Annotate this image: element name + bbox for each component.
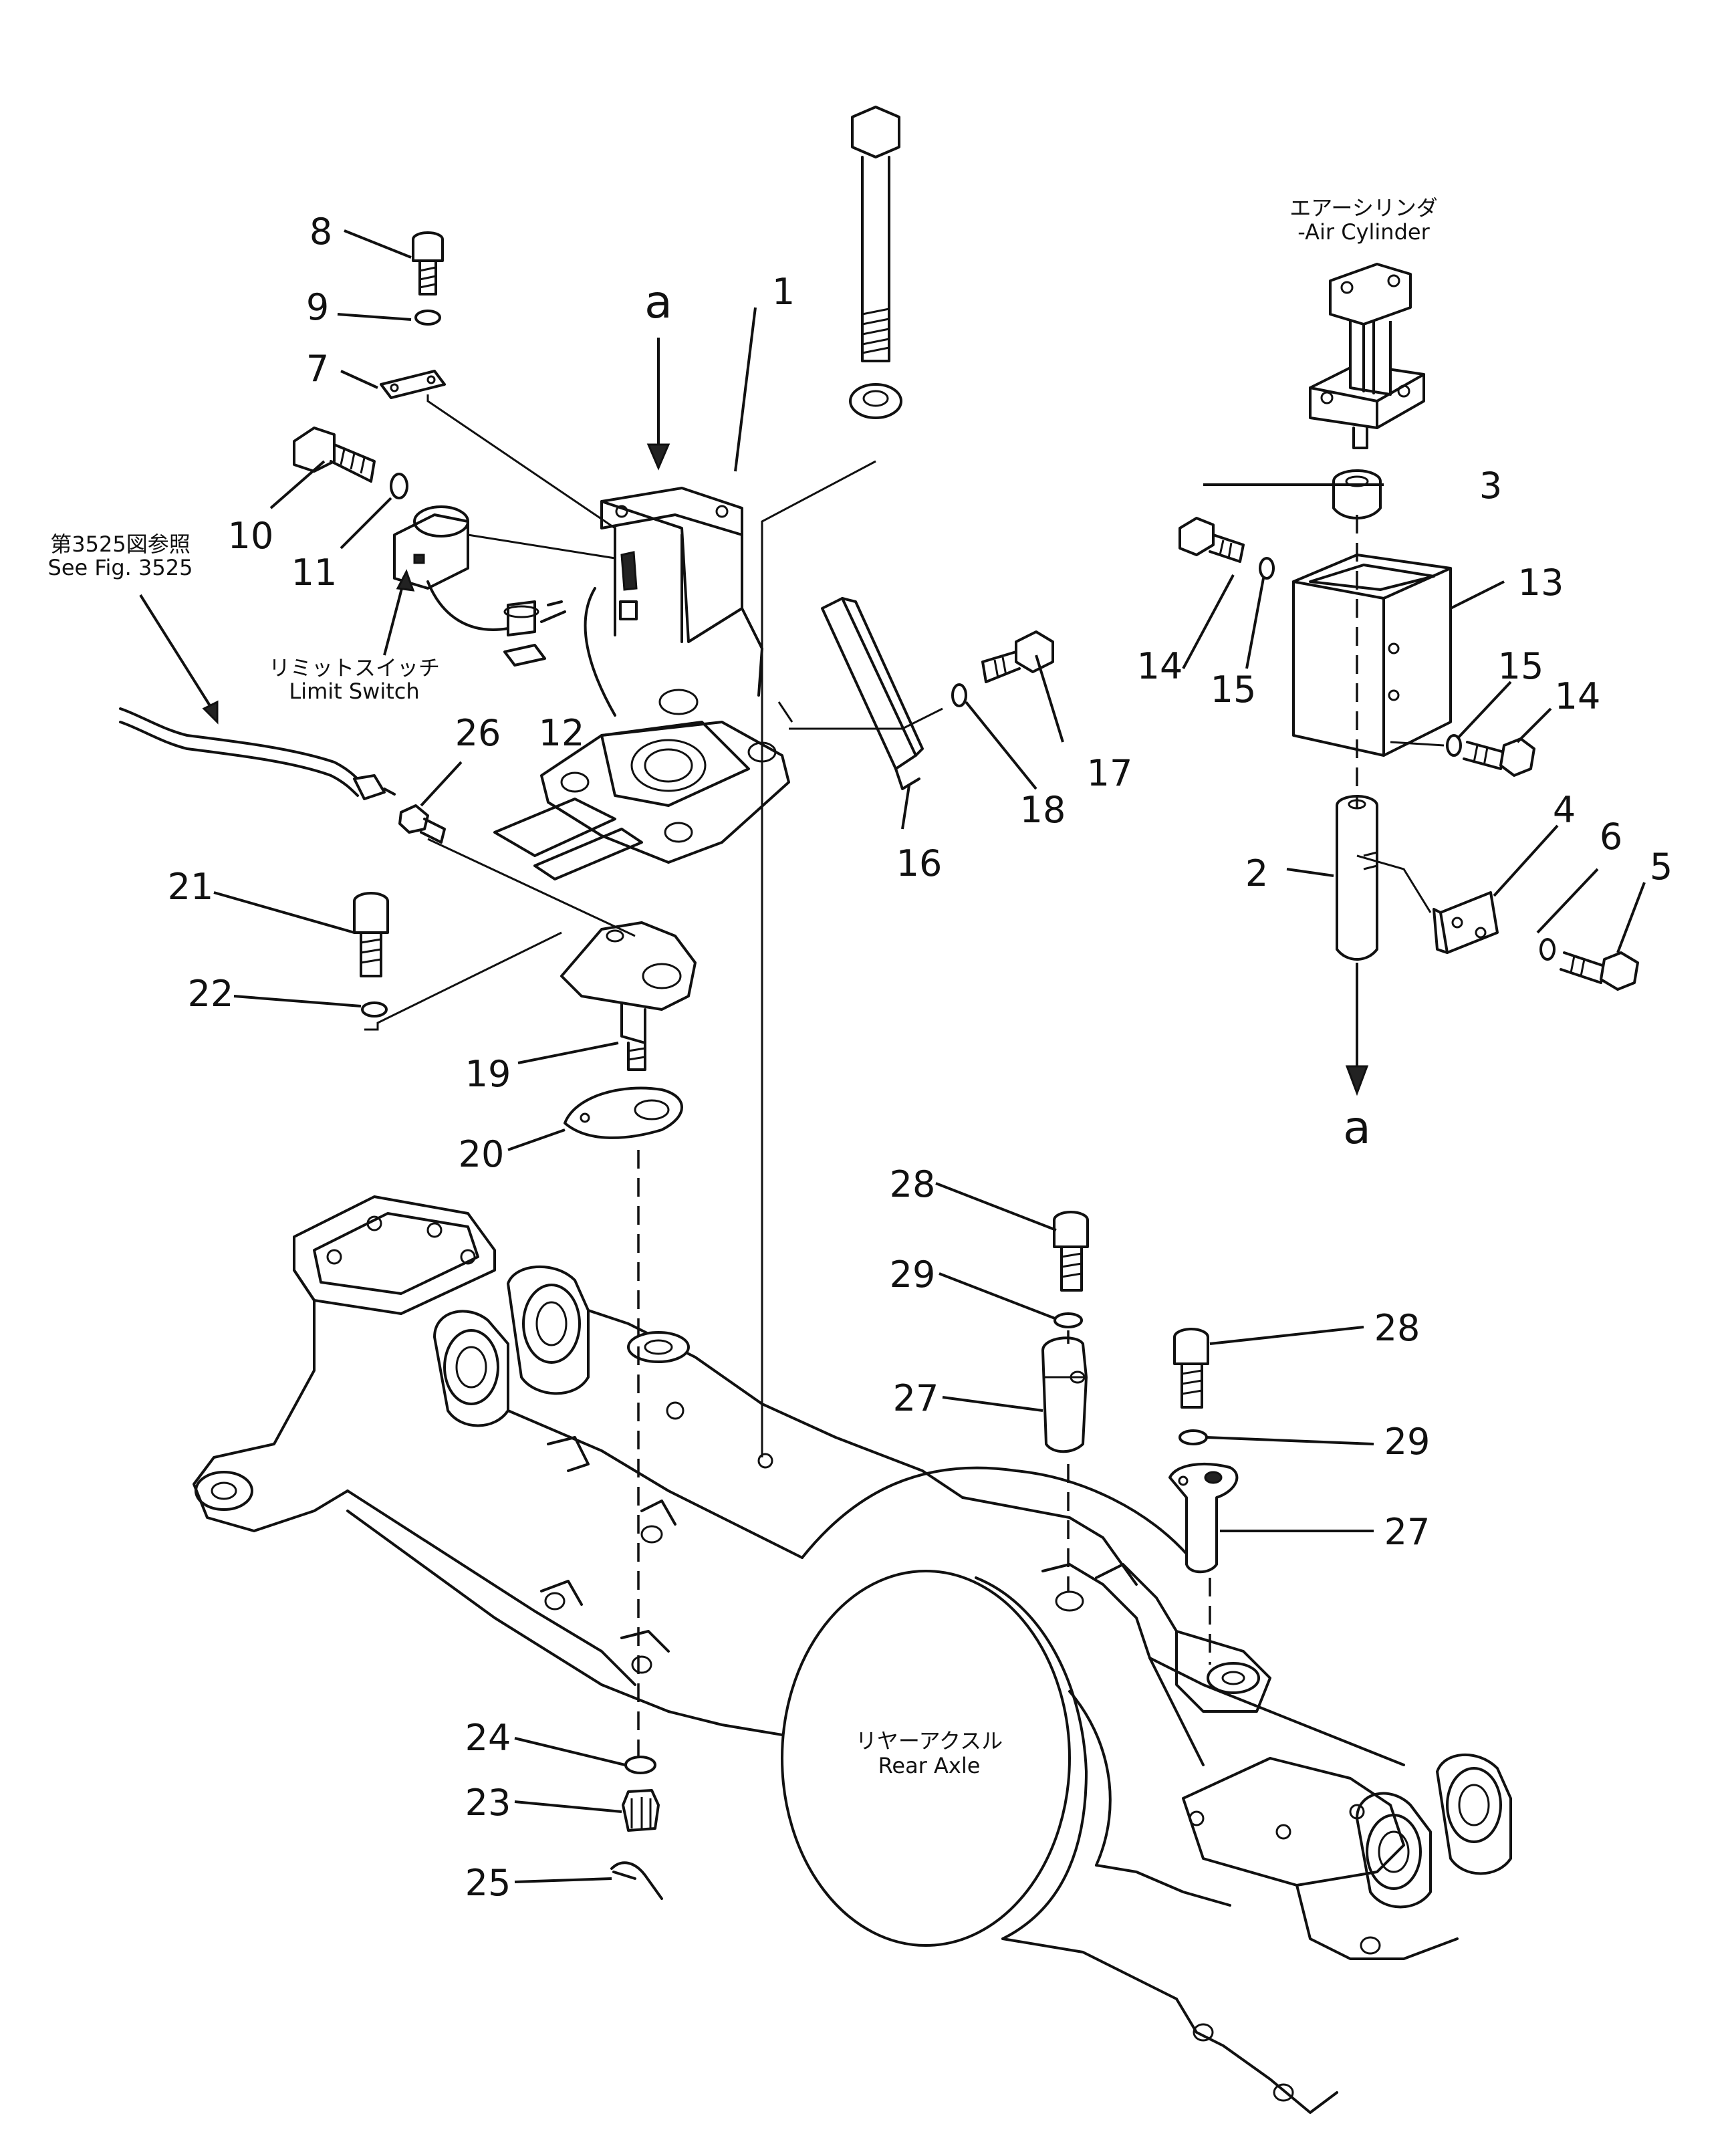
limit-switch-body xyxy=(393,505,566,636)
see-fig-arrow xyxy=(139,594,215,713)
leader-lines xyxy=(213,229,1646,1883)
part-2-pin xyxy=(1336,795,1378,961)
callout-16: 16 xyxy=(896,842,943,884)
part-12-clamp xyxy=(503,644,546,667)
part-15-washer-right xyxy=(1446,734,1462,757)
part-25-cotter-pin xyxy=(610,1861,663,1900)
callout-21: 21 xyxy=(168,866,214,908)
callout-14b: 14 xyxy=(1555,675,1601,717)
part-4-plate xyxy=(1433,891,1499,954)
right-bolt-28 xyxy=(1173,1328,1209,1409)
right-pin-27 xyxy=(1168,1463,1239,1574)
part-9-washer xyxy=(414,310,441,326)
part-8-bolt xyxy=(412,231,444,295)
left-bolt-28 xyxy=(1053,1211,1089,1292)
center-lines xyxy=(637,515,1358,1758)
part-22-washer xyxy=(361,1001,388,1018)
part-21-bolt xyxy=(353,892,389,977)
see-fig-label-jp: 第3525図参照 xyxy=(50,531,190,557)
part-26-fitting xyxy=(398,804,446,844)
callout-24: 24 xyxy=(465,1717,511,1759)
part-17-bolt xyxy=(981,630,1054,683)
part-18-washer xyxy=(951,683,967,707)
callout-19: 19 xyxy=(465,1053,511,1095)
part-6-washer xyxy=(1539,938,1556,961)
callout-23: 23 xyxy=(465,1782,511,1824)
callout-25: 25 xyxy=(465,1862,511,1904)
callout-3: 3 xyxy=(1479,465,1502,507)
stopper-bracket-assembly xyxy=(493,487,790,880)
part-7-plate xyxy=(380,370,446,399)
part-20-shim xyxy=(564,1086,683,1139)
callout-22: 22 xyxy=(188,973,234,1015)
callout-17: 17 xyxy=(1087,752,1133,794)
hose-line-2 xyxy=(119,721,359,797)
long-bolt xyxy=(849,106,902,419)
callout-7: 7 xyxy=(306,348,329,390)
callout-27a: 27 xyxy=(893,1377,939,1419)
part-10-bolt xyxy=(293,427,376,483)
rear-axle-label-en: Rear Axle xyxy=(878,1753,981,1778)
air-cylinder-label-en: -Air Cylinder xyxy=(1297,219,1430,245)
callout-18: 18 xyxy=(1020,789,1066,831)
part-24-washer xyxy=(624,1756,656,1774)
part-11-washer xyxy=(390,473,408,499)
callout-20: 20 xyxy=(459,1133,505,1175)
callout-1: 1 xyxy=(772,271,795,313)
callout-28a: 28 xyxy=(890,1163,936,1205)
callout-5: 5 xyxy=(1650,846,1672,888)
left-washer-29 xyxy=(1053,1312,1083,1328)
air-cylinder-label-jp: エアーシリンダ xyxy=(1289,195,1437,221)
callout-28b: 28 xyxy=(1374,1307,1420,1349)
see-fig-label-en: See Fig. 3525 xyxy=(48,555,193,580)
callout-8: 8 xyxy=(309,211,332,253)
callout-11: 11 xyxy=(291,552,338,594)
callout-15a: 15 xyxy=(1211,669,1257,711)
callout-29b: 29 xyxy=(1384,1421,1431,1463)
limit-switch-label-en: Limit Switch xyxy=(289,679,419,704)
rear-axle-housing xyxy=(193,1195,1512,2114)
part-13-cover xyxy=(1292,554,1452,757)
callout-29a: 29 xyxy=(890,1254,936,1296)
hose-line xyxy=(119,707,362,784)
callout-14a: 14 xyxy=(1137,645,1183,687)
right-washer-29 xyxy=(1179,1429,1208,1445)
left-pin-27 xyxy=(1041,1336,1088,1453)
rear-axle-label-jp: リヤーアクスル xyxy=(856,1728,1003,1754)
callout-6: 6 xyxy=(1600,816,1622,858)
callout-13: 13 xyxy=(1518,562,1564,604)
view-arrow-bottom xyxy=(1345,963,1369,1096)
view-labels: a a xyxy=(644,276,1371,1155)
callout-10: 10 xyxy=(228,515,274,557)
view-marker-top: a xyxy=(644,276,672,329)
callout-12: 12 xyxy=(539,712,585,754)
callout-9: 9 xyxy=(306,286,329,328)
view-marker-bottom: a xyxy=(1343,1102,1371,1155)
callout-27b: 27 xyxy=(1384,1511,1431,1553)
part-5-bolt xyxy=(1560,951,1639,991)
limit-switch-label-jp: リミットスイッチ xyxy=(269,655,440,681)
callout-numbers: 1 2 3 4 5 6 7 8 9 10 11 12 13 14 14 15 1… xyxy=(168,211,1673,1904)
view-arrow-top xyxy=(646,338,670,471)
part-3-bushing xyxy=(1332,469,1382,519)
callout-4: 4 xyxy=(1553,789,1576,831)
part-14-bolt-left xyxy=(1179,517,1245,563)
part-14-bolt-right xyxy=(1463,737,1535,777)
callout-2: 2 xyxy=(1245,852,1268,895)
callout-26: 26 xyxy=(455,712,501,754)
part-19-stopper-plate xyxy=(560,921,697,1071)
air-cylinder xyxy=(1309,263,1425,449)
annotation-labels: エアーシリンダ -Air Cylinder 第3525図参照 See Fig. … xyxy=(48,195,1438,1778)
part-16-stopper xyxy=(821,597,924,790)
part-23-nut xyxy=(622,1789,660,1832)
callout-15b: 15 xyxy=(1498,645,1544,687)
part-15-washer-left xyxy=(1259,557,1275,580)
limit-switch-arrow xyxy=(383,578,406,656)
